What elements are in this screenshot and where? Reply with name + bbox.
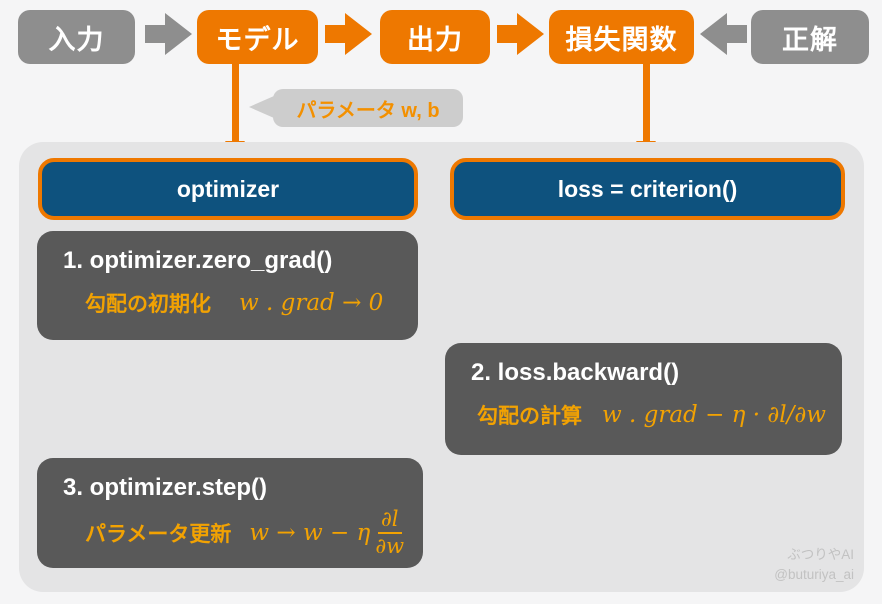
step-3-caption: パラメータ更新 (85, 522, 232, 546)
watermark-handle: @buturiya_ai (774, 567, 854, 583)
step-1-box: 1. optimizer.zero_grad() 勾配の初期化 w . grad… (37, 231, 418, 340)
arrow-left-icon (700, 13, 747, 55)
step-1-formula: w . grad → 0 (239, 290, 384, 316)
step-3-box: 3. optimizer.step() パラメータ更新 w → w − η ∂l… (37, 458, 423, 568)
flow-node-output: 出力 (380, 10, 490, 64)
flow-node-ground-truth-label: 正解 (782, 24, 838, 55)
flow-node-model-label: モデル (215, 24, 300, 55)
arrow-right-icon (145, 13, 192, 55)
flow-node-loss-function: 損失関数 (549, 10, 694, 64)
step-3-formula-prefix: w → w − η (249, 519, 371, 546)
watermark-name: ぶつりやAI (787, 547, 854, 562)
step-1-title: 1. optimizer.zero_grad() (63, 247, 333, 274)
step-1-row: 勾配の初期化 w . grad → 0 (85, 288, 418, 318)
flow-node-output-label: 出力 (407, 24, 463, 55)
flow-node-model: モデル (197, 10, 318, 64)
step-2-box: 2. loss.backward() 勾配の計算 w . grad − η · … (445, 343, 842, 455)
bubble-tail-icon (249, 96, 274, 118)
step-3-row: パラメータ更新 w → w − η ∂l ∂w (85, 507, 423, 558)
step-3-fraction: ∂l ∂w (375, 507, 404, 558)
step-3-fraction-denominator: ∂w (375, 534, 405, 559)
step-2-formula: w . grad − η · ∂l/∂w (602, 402, 826, 428)
step-2-caption: 勾配の計算 (477, 405, 582, 428)
header-optimizer-label: optimizer (176, 175, 280, 202)
flow-node-input-label: 入力 (48, 24, 105, 55)
step-1-caption: 勾配の初期化 (85, 293, 211, 316)
flow-node-input: 入力 (18, 10, 135, 64)
header-optimizer: optimizer (38, 158, 418, 220)
parameter-bubble-label: パラメータ w, b (296, 99, 440, 122)
flow-node-loss-function-label: 損失関数 (565, 24, 678, 55)
header-criterion-label: loss = criterion() (557, 175, 738, 202)
down-arrow-model (232, 64, 239, 142)
parameter-bubble: パラメータ w, b (273, 89, 463, 127)
down-arrow-loss (643, 64, 650, 142)
arrow-right-icon (497, 13, 544, 55)
step-2-row: 勾配の計算 w . grad − η · ∂l/∂w (477, 400, 842, 430)
step-3-title: 3. optimizer.step() (63, 474, 268, 501)
step-3-fraction-numerator: ∂l (377, 507, 402, 535)
watermark: ぶつりやAI @buturiya_ai (774, 545, 854, 586)
step-3-formula: w → w − η ∂l ∂w (249, 507, 404, 558)
arrow-right-icon (325, 13, 372, 55)
flow-node-ground-truth: 正解 (751, 10, 869, 64)
step-2-title: 2. loss.backward() (471, 359, 680, 386)
header-criterion: loss = criterion() (450, 158, 845, 220)
